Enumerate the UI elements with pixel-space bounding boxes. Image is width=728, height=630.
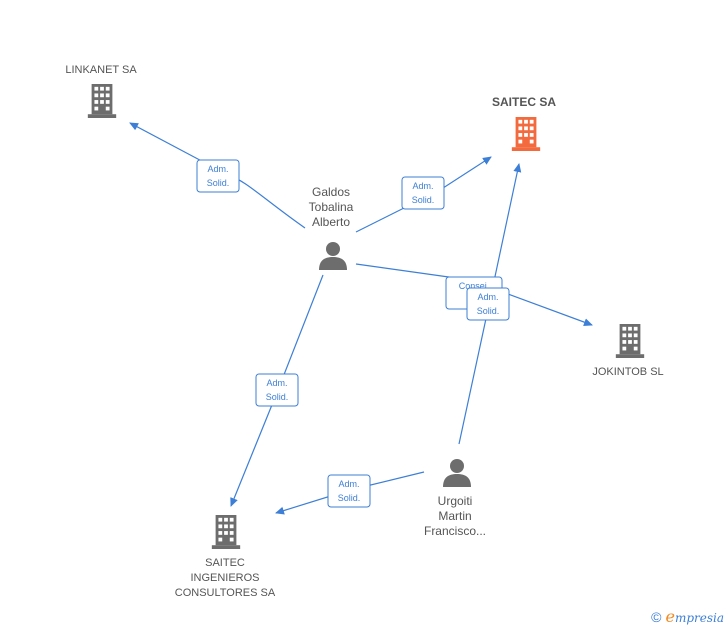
role-line-2: Solid. <box>477 306 500 316</box>
role-line-1: Adm. <box>207 164 228 174</box>
role-box[interactable]: Adm. Solid. <box>401 176 445 210</box>
company-label: JOKINTOB SL <box>592 366 663 378</box>
person-label-line: Alberto <box>312 215 350 229</box>
role-line-1: Adm. <box>338 479 359 489</box>
role-line-2: Solid. <box>338 493 361 503</box>
role-box[interactable]: Adm. Solid. <box>466 287 510 321</box>
brand-name: mpresia <box>674 611 724 625</box>
person-label-line: Martin <box>438 509 471 523</box>
person-label-line: Tobalina <box>309 200 354 214</box>
role-line-1: Adm. <box>477 292 498 302</box>
role-line-1: Adm. <box>412 181 433 191</box>
company-node-saitec-ingenieros[interactable]: SAITEC INGENIEROS CONSULTORES SA <box>175 515 276 599</box>
role-line-1: Consej. <box>459 281 490 291</box>
person-node-galdos[interactable]: Galdos Tobalina Alberto <box>309 185 354 270</box>
role-box[interactable]: Adm. Solid. <box>196 159 240 193</box>
role-line-1: Adm. <box>266 378 287 388</box>
person-icon <box>319 242 347 270</box>
person-label-line: Galdos <box>312 185 350 199</box>
building-icon <box>211 515 241 549</box>
company-label-line: CONSULTORES SA <box>175 587 276 599</box>
building-icon <box>87 84 117 118</box>
person-node-urgoiti[interactable]: Urgoiti Martin Francisco... <box>424 459 486 538</box>
company-label: LINKANET SA <box>65 64 137 76</box>
company-label-line: INGENIEROS <box>190 572 259 584</box>
company-node-jokintob[interactable]: JOKINTOB SL <box>592 324 664 378</box>
building-icon <box>511 117 541 151</box>
company-node-saitec[interactable]: SAITEC SA <box>492 95 556 151</box>
role-box[interactable]: Adm. Solid. <box>327 474 371 508</box>
company-node-linkanet[interactable]: LINKANET SA <box>65 64 137 118</box>
copyright-symbol: © <box>651 609 662 625</box>
company-label-line: SAITEC <box>205 557 245 569</box>
person-label-line: Francisco... <box>424 524 486 538</box>
company-label: SAITEC SA <box>492 95 556 109</box>
role-line-2: Solid. <box>412 195 435 205</box>
building-icon <box>615 324 645 358</box>
person-label-line: Urgoiti <box>438 494 473 508</box>
role-line-2: Solid. <box>207 178 230 188</box>
role-line-2: Solid. <box>266 392 289 402</box>
brand-initial: e <box>665 607 675 626</box>
brand-logo: ©empresia <box>651 607 724 626</box>
person-icon <box>443 459 471 487</box>
role-box[interactable]: Adm. Solid. <box>255 373 299 407</box>
